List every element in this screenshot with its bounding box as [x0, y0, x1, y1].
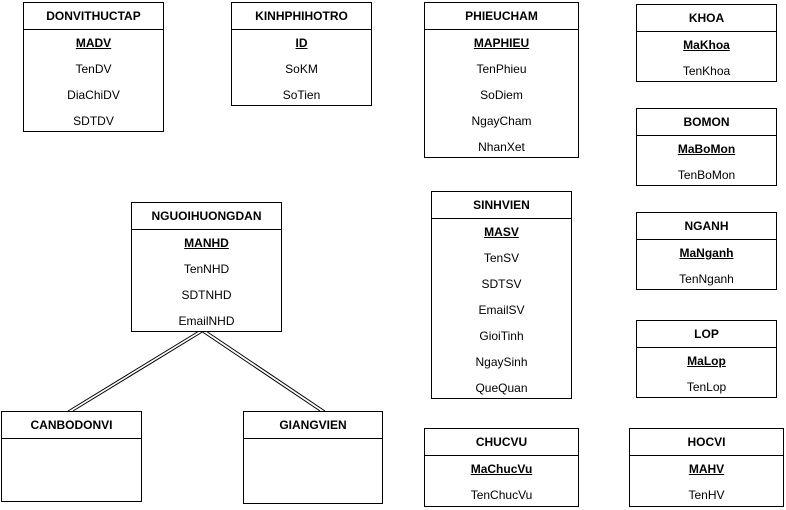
- entity-name: CHUCVU: [425, 429, 578, 456]
- attribute: TenHV: [688, 488, 725, 502]
- attribute: NhanXet: [478, 140, 525, 154]
- primary-key: MAHV: [688, 462, 725, 476]
- attribute: DiaChiDV: [67, 88, 120, 102]
- entity-name: DONVITHUCTAP: [24, 3, 163, 30]
- attribute: TenNganh: [679, 272, 734, 286]
- attribute: TenNHD: [183, 262, 230, 276]
- primary-key: MaLop: [687, 354, 726, 368]
- primary-key: MADV: [75, 36, 112, 50]
- link-nguoihuongdan-giangvien: [200, 330, 326, 412]
- attribute: TenDV: [75, 62, 112, 76]
- primary-key: MaChucVu: [470, 462, 533, 476]
- primary-key: MAPHIEU: [473, 36, 530, 50]
- primary-key: ID: [295, 36, 308, 50]
- entity-name: LOP: [637, 321, 776, 348]
- entity-name: NGUOIHUONGDAN: [132, 203, 281, 230]
- entity-name: CANBODONVI: [2, 412, 141, 439]
- attribute: QueQuan: [475, 381, 528, 395]
- attribute: SoKM: [285, 62, 318, 76]
- entity-name: PHIEUCHAM: [425, 3, 578, 30]
- attribute: TenSV: [483, 251, 520, 265]
- primary-key: MASV: [484, 225, 519, 239]
- attribute: NgaySinh: [475, 355, 528, 369]
- primary-key: MaKhoa: [683, 38, 730, 52]
- attribute: SDTDV: [73, 114, 114, 128]
- entity-hocvi: HOCVI MAHV TenHV: [629, 428, 784, 507]
- attribute: SoDiem: [480, 88, 523, 102]
- entity-donvithuctap: DONVITHUCTAP MADV TenDV DiaChiDV SDTDV: [23, 2, 164, 132]
- entity-name: NGANH: [637, 213, 776, 240]
- attribute: EmailSV: [478, 303, 525, 317]
- attribute: TenChucVu: [470, 488, 533, 502]
- attribute: TenBoMon: [677, 168, 736, 182]
- attribute: GioiTinh: [479, 329, 524, 343]
- entity-name: KINHPHIHOTRO: [232, 3, 371, 30]
- attribute: SDTNHD: [181, 288, 232, 302]
- primary-key: MANHD: [184, 236, 229, 250]
- attribute: SDTSV: [481, 277, 522, 291]
- attribute: TenLop: [686, 380, 727, 394]
- entity-nguoihuongdan: NGUOIHUONGDAN MANHD TenNHD SDTNHD EmailNHD: [131, 202, 282, 332]
- primary-key: MaNganh: [679, 246, 734, 260]
- entity-canbodonvi: CANBODONVI: [1, 411, 142, 502]
- primary-key: MaBoMon: [677, 142, 736, 156]
- entity-name: KHOA: [637, 5, 776, 32]
- entity-name: BOMON: [637, 109, 776, 136]
- entity-name: GIANGVIEN: [244, 412, 382, 439]
- attribute: TenKhoa: [682, 64, 731, 78]
- attribute: EmailNHD: [178, 314, 235, 328]
- attribute: SoTien: [282, 88, 321, 102]
- link-nguoihuongdan-canbodonvi: [67, 330, 205, 412]
- entity-name: HOCVI: [630, 429, 783, 456]
- entity-name: SINHVIEN: [432, 192, 571, 219]
- entity-kinhphihotro: KINHPHIHOTRO ID SoKM SoTien: [231, 2, 372, 106]
- attribute: NgayCham: [471, 114, 532, 128]
- attribute: TenPhieu: [476, 62, 527, 76]
- entity-giangvien: GIANGVIEN: [243, 411, 383, 504]
